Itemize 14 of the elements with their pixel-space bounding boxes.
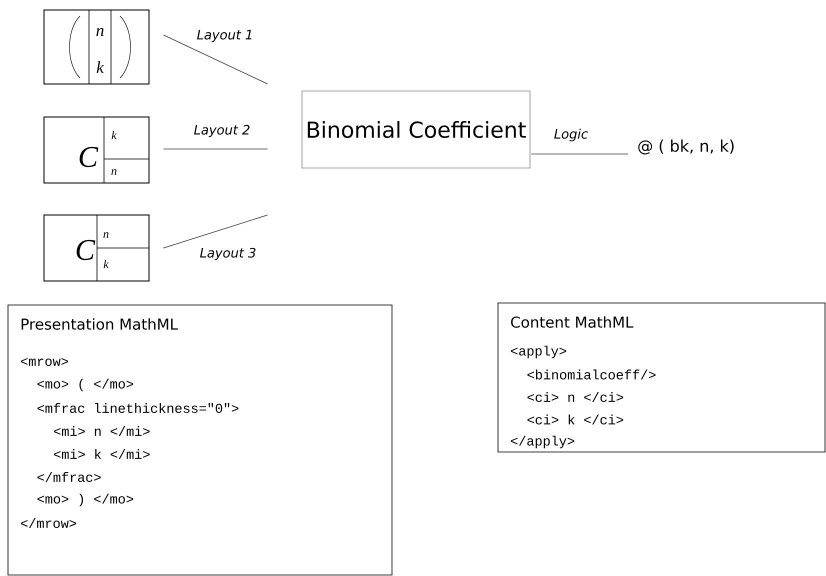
notation-drawing: C k n <box>44 116 150 184</box>
code-panel: Content MathML <apply> <binomialcoeff/> <ci> n </ci> <ci> k </ci> </apply> <box>498 302 826 452</box>
edge-label: Layout 1 <box>197 30 252 42</box>
edge-label: Layout 3 <box>200 248 256 260</box>
connector-line <box>163 214 268 248</box>
connector-line <box>163 148 268 150</box>
connector-line <box>163 34 268 84</box>
formula-text: @ ( bk, n, k) <box>638 140 734 154</box>
code-panel: Presentation MathML <mrow> <mo> ( </mo> <mfrac linethickness="0"> <mi> n </mi> <mi> k </mi> </mfrac> <mo> ) </mo> </mrow> <box>8 304 392 576</box>
notation-drawing: C n k <box>44 214 150 282</box>
concept-box: Binomial Coefficient <box>302 90 530 168</box>
edge-label: Logic <box>554 128 588 142</box>
notation-drawing: n k <box>44 10 150 84</box>
edge-label: Layout 2 <box>194 124 250 138</box>
